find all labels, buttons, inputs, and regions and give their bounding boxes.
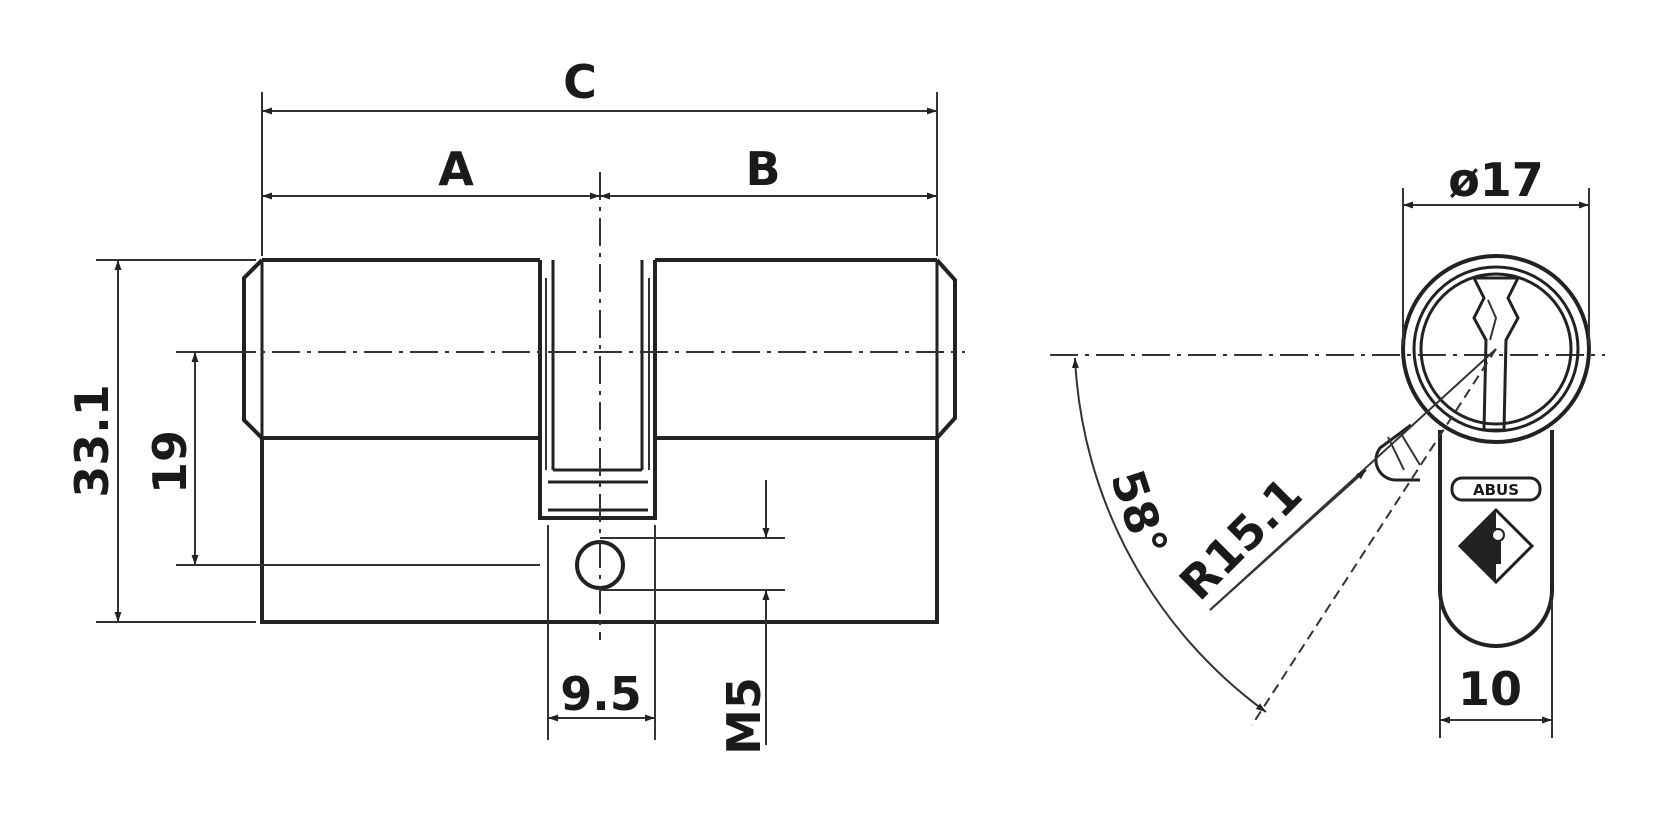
cam-rotated xyxy=(1374,423,1420,482)
dim-axis-screw-label: 19 xyxy=(143,430,197,494)
cylinder-head-outer xyxy=(1401,254,1591,444)
brand-plate xyxy=(1450,476,1542,502)
front-view: ABUS ø17 10 58° R15.1 xyxy=(1050,153,1605,738)
dim-profile-width-label: 10 xyxy=(1458,662,1522,716)
dim-screw-label: M5 xyxy=(717,677,771,755)
dim-b-label: B xyxy=(745,142,780,196)
dim-height-label: 33.1 xyxy=(65,384,119,498)
dim-angle-label: 58° xyxy=(1100,463,1178,562)
diamond-logo-icon xyxy=(1457,507,1535,585)
dim-c-label: C xyxy=(563,55,597,109)
dim-cam-width-label: 9.5 xyxy=(560,667,642,721)
side-view: C A B 33.1 19 9.5 M5 xyxy=(65,55,965,755)
dim-a-label: A xyxy=(438,142,474,196)
cylinder-body xyxy=(242,258,957,624)
dim-diameter-label: ø17 xyxy=(1448,153,1544,207)
brand-logo-text: ABUS xyxy=(1473,481,1519,499)
